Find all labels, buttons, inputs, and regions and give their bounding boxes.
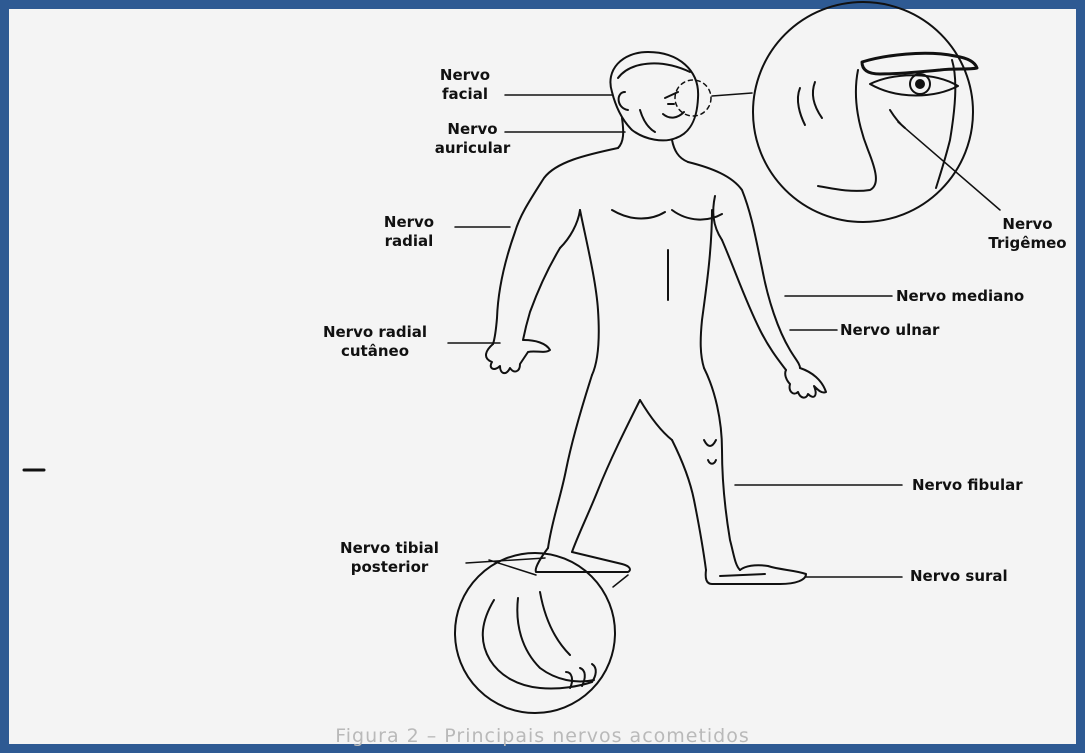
label-nervo-radial-cutaneo: Nervo radial cutâneo (300, 323, 450, 361)
foot-inset (455, 553, 628, 713)
label-nervo-sural: Nervo sural (910, 567, 1008, 586)
label-line: posterior (312, 558, 467, 577)
label-nervo-fibular: Nervo fibular (912, 476, 1023, 495)
figure-caption: Figura 2 – Principais nervos acometidos (0, 725, 1085, 747)
label-line: Nervo (975, 215, 1080, 234)
label-nervo-ulnar: Nervo ulnar (840, 321, 939, 340)
label-nervo-mediano: Nervo mediano (896, 287, 1024, 306)
label-line: Nervo tibial (312, 539, 467, 558)
label-line: Trigêmeo (975, 234, 1080, 253)
label-line: Nervo (425, 66, 505, 85)
label-line: auricular (420, 139, 525, 158)
label-line: facial (425, 85, 505, 104)
label-line: cutâneo (300, 342, 450, 361)
label-line: radial (368, 232, 450, 251)
label-line: Nervo (420, 120, 525, 139)
eye-inset (675, 2, 977, 222)
label-line: Nervo radial (300, 323, 450, 342)
label-nervo-tibial-posterior: Nervo tibial posterior (312, 539, 467, 577)
label-nervo-auricular: Nervo auricular (420, 120, 525, 158)
label-line: Nervo (368, 213, 450, 232)
label-nervo-trigemeo: Nervo Trigêmeo (975, 215, 1080, 253)
label-nervo-facial: Nervo facial (425, 66, 505, 104)
label-nervo-radial: Nervo radial (368, 213, 450, 251)
